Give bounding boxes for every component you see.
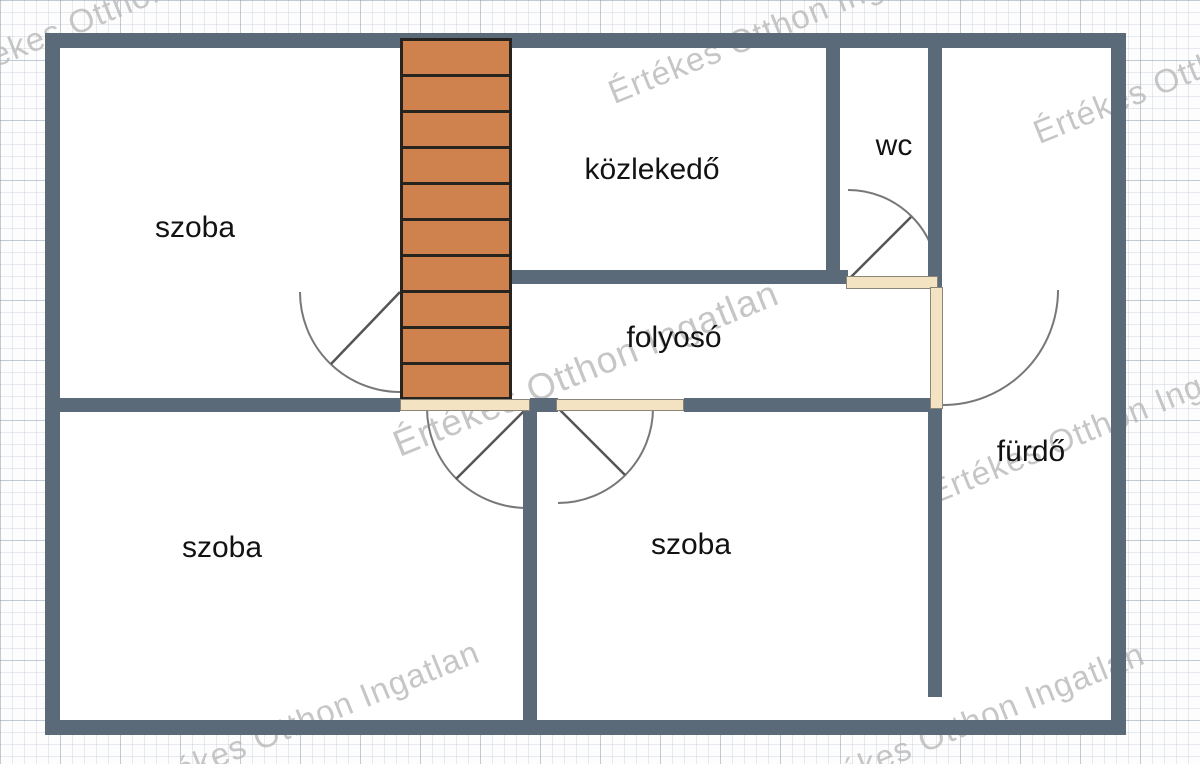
wall-mid-horizontal-left [60,398,400,412]
staircase [400,38,512,400]
wall-mid-horizontal-stub [530,398,558,412]
wall-outer-top [45,33,1126,48]
door-arc [557,407,654,504]
room-label-wc: wc [875,129,913,162]
wall-bottom-center-vertical [523,410,537,720]
door-leaf [455,407,528,480]
wall-wc-left [826,48,840,284]
door-threshold-middle-room [556,399,684,411]
door-leaf [847,216,912,281]
room-label-folyoso: folyosó [626,321,722,354]
door-leaf [557,407,626,476]
door-leaf [330,291,401,365]
room-label-szoba-top-left: szoba [154,211,236,244]
room-label-kozlekedo: közlekedő [584,153,720,186]
wall-outer-left [45,33,60,735]
door-threshold-wc [846,276,938,289]
door-arc [942,289,1059,406]
room-label-szoba-bottom-middle: szoba [650,528,732,561]
door-arc [299,291,401,393]
wall-wc-right [928,48,942,287]
room-label-furdo: fürdő [996,435,1066,468]
wall-mid-horizontal-right [684,398,940,412]
wall-outer-right [1111,33,1126,735]
wall-bathroom-left [928,409,942,697]
door-threshold-stairs [400,399,530,411]
wall-outer-bottom [45,720,1126,735]
wall-corridor-top [512,270,848,284]
room-label-szoba-bottom-left: szoba [181,531,263,564]
door-leaf-bathroom [930,287,943,409]
